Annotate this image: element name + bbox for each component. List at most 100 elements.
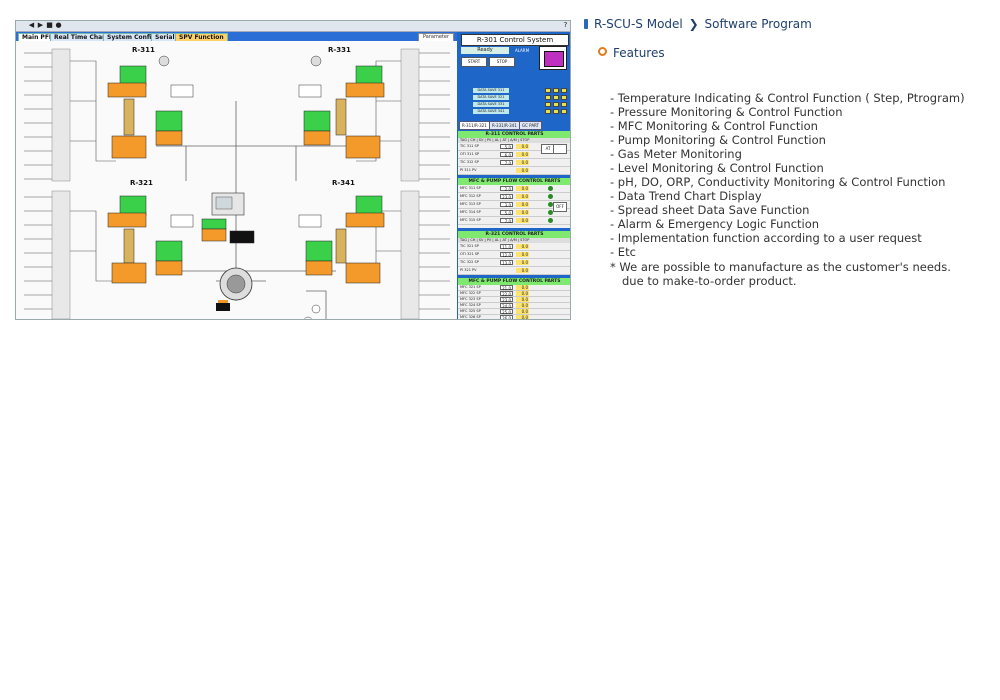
subtab-gc-part[interactable]: GC PART — [519, 121, 542, 130]
r321-mfc-section: MFC & PUMP FLOW CONTROL PARTS MFC 321 SP… — [458, 278, 570, 319]
data-save-toggle[interactable] — [561, 102, 567, 107]
sv-input[interactable]: 21.0 — [500, 285, 513, 291]
row-tag: MFC 314 SP — [460, 210, 481, 214]
data-save-toggle[interactable] — [561, 109, 567, 114]
pv-value: 0.0 — [516, 303, 529, 308]
stop-toggle[interactable] — [553, 144, 567, 154]
status-dot — [548, 186, 553, 191]
section-title: R-311 CONTROL PARTS — [458, 131, 570, 138]
tab-spv-function[interactable]: SPV Function — [175, 33, 228, 42]
pv-value: 0.0 — [516, 144, 529, 149]
table-row: PI 321 PV 0.0 — [458, 267, 570, 275]
sv-input[interactable]: 22.0 — [500, 291, 513, 297]
pv-value: 0.0 — [516, 268, 529, 273]
data-save-341[interactable]: DATA SAVE 341 — [473, 109, 509, 114]
list-item: - Etc — [610, 245, 636, 259]
pv-value: 0.0 — [516, 168, 529, 173]
status-dot — [548, 210, 553, 215]
sv-input[interactable]: 12.0 — [500, 252, 513, 258]
sv-input[interactable]: 24.0 — [500, 303, 513, 309]
data-save-311[interactable]: DATA SAVE 311 — [473, 88, 509, 93]
subtab-r331-r341[interactable]: R-331/R-341 — [489, 121, 520, 130]
status-dot — [548, 202, 553, 207]
data-save-toggle[interactable] — [553, 109, 559, 114]
pv-value: 0.0 — [516, 194, 529, 199]
data-save-toggle[interactable] — [561, 88, 567, 93]
sv-input[interactable]: 26.0 — [500, 315, 513, 319]
software-screenshot: ◀ ▶ ■ ● ? Main PFD Real Time Chart Syste… — [15, 20, 571, 320]
data-save-toggle[interactable] — [553, 88, 559, 93]
section-title: R-321 CONTROL PARTS — [458, 231, 570, 238]
data-save-toggle[interactable] — [553, 102, 559, 107]
pv-value: 0.0 — [516, 297, 529, 302]
status-indicator: Ready — [461, 47, 509, 54]
subtab-r311-r321[interactable]: R-311/R-321 — [459, 121, 490, 130]
sv-input[interactable]: 7.0 — [500, 218, 513, 224]
row-tag: TIC 311 SP — [460, 144, 479, 148]
pump — [304, 304, 321, 319]
tab-bar: Main PFD Real Time Chart System Config S… — [16, 32, 570, 42]
gc-unit — [201, 192, 255, 244]
sv-input[interactable]: 5.0 — [500, 144, 513, 150]
sv-input[interactable]: 7.0 — [500, 160, 513, 166]
row-tag: PI 321 PV — [460, 268, 477, 272]
back-arrow-icon: ◀ — [28, 21, 35, 29]
sv-input[interactable]: 5.0 — [500, 210, 513, 216]
row-tag: MFC 313 SP — [460, 202, 481, 206]
off-button[interactable]: OFF — [553, 202, 567, 212]
row-tag: MFC 315 SP — [460, 218, 481, 222]
sv-input[interactable]: 2.0 — [500, 186, 513, 192]
row-tag: TIC 321 SP — [460, 244, 479, 248]
rotary-valve — [216, 267, 253, 311]
sv-input[interactable]: 23.0 — [500, 297, 513, 303]
row-tag: MFC 311 SP — [460, 186, 481, 190]
list-item: - Data Trend Chart Display — [610, 189, 762, 203]
alarm-label: ALARM — [515, 48, 530, 53]
left-gas-lines — [24, 52, 116, 310]
ring-bullet-icon — [598, 47, 607, 56]
stop-icon: ■ — [46, 21, 53, 29]
list-item: - Level Monitoring & Control Function — [610, 161, 824, 175]
pv-value: 0.0 — [516, 152, 529, 157]
data-save-toggle[interactable] — [545, 109, 551, 114]
r311-control-section: R-311 CONTROL PARTS TAG | CH | SV | PV |… — [458, 131, 570, 175]
row-tag: TIC 312 SP — [460, 160, 479, 164]
list-item: - Pressure Monitoring & Control Function — [610, 105, 843, 119]
breadcrumb-section[interactable]: Software Program — [704, 17, 812, 31]
help-icon: ? — [563, 21, 568, 29]
data-save-331[interactable]: DATA SAVE 331 — [473, 102, 509, 107]
data-save-toggle[interactable] — [553, 95, 559, 100]
pv-value: 0.0 — [516, 160, 529, 165]
sv-input[interactable]: 25.0 — [500, 309, 513, 315]
data-save-321[interactable]: DATA SAVE 321 — [473, 95, 509, 100]
start-button[interactable]: START — [461, 57, 487, 67]
data-save-toggle[interactable] — [545, 95, 551, 100]
reactor-r311-label: R-311 — [132, 46, 155, 54]
window-titlebar: ◀ ▶ ■ ● ? — [16, 21, 570, 32]
pv-value: 0.0 — [516, 244, 529, 249]
data-save-toggle[interactable] — [545, 102, 551, 107]
row-tag: PI 311 PV — [460, 168, 477, 172]
forward-arrow-icon: ▶ — [37, 21, 44, 29]
row-tag: MFC 325 SP — [460, 309, 481, 313]
reactor-r341 — [298, 195, 385, 284]
process-flow-diagram: R-311 R-331 R-321 R-341 — [16, 41, 457, 319]
sv-input[interactable]: 6.0 — [500, 152, 513, 158]
breadcrumb-model[interactable]: R-SCU-S Model — [594, 17, 683, 31]
data-save-toggle[interactable] — [545, 88, 551, 93]
column-headers: TAG | CH | SV | PV | AL | AT | A/M | STO… — [458, 138, 570, 143]
sv-input[interactable]: 13.0 — [500, 260, 513, 266]
pv-value: 0.0 — [516, 186, 529, 191]
stop-button[interactable]: STOP — [489, 57, 515, 67]
sv-input[interactable]: 23.0 — [500, 194, 513, 200]
sv-input[interactable]: 11.0 — [500, 244, 513, 250]
data-save-toggle[interactable] — [561, 95, 567, 100]
sv-input[interactable]: 3.0 — [500, 202, 513, 208]
